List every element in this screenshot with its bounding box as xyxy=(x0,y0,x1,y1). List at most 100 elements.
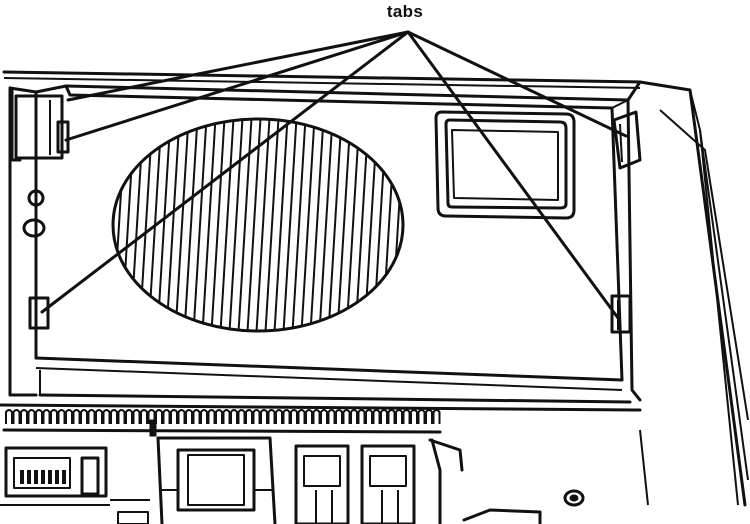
grille-slot xyxy=(129,119,145,331)
grille-slot xyxy=(210,119,226,331)
centre-socket xyxy=(156,436,277,524)
heatsink-tooth xyxy=(305,409,313,424)
heatsink-tooth xyxy=(357,409,366,424)
port-connectors xyxy=(294,438,464,524)
heatsink-tooth xyxy=(432,409,441,424)
heatsink-tooth xyxy=(410,409,418,424)
grille-slot xyxy=(363,119,379,331)
heatsink-tooth xyxy=(267,409,276,424)
grille-slot xyxy=(282,119,298,331)
grille-slot xyxy=(336,119,352,331)
tab-left-upper xyxy=(56,120,70,154)
heatsink-tooth xyxy=(350,409,358,424)
heatsink-tooth xyxy=(327,409,336,424)
heatsink-tooth xyxy=(282,409,291,424)
tab-right-upper xyxy=(612,110,642,170)
heatsink-tooth xyxy=(372,409,381,424)
grille-slot xyxy=(273,119,289,331)
heatsink-tooth xyxy=(162,409,171,424)
heatsink-tooth xyxy=(110,409,118,424)
heatsink-tooth xyxy=(192,409,201,424)
tabs-callout-label: tabs xyxy=(386,2,424,21)
grille-slot xyxy=(354,119,370,331)
grille-slot xyxy=(183,119,199,331)
connector-pin xyxy=(20,470,24,484)
heatsink-tooth xyxy=(5,409,13,424)
heatsink-tooth xyxy=(35,409,43,424)
grille-slot xyxy=(345,119,361,331)
heatsink-tooth xyxy=(365,409,373,424)
heatsink-tooth xyxy=(222,409,231,424)
heatsink-tooth xyxy=(177,409,186,424)
grille-slot xyxy=(300,119,316,331)
heatsink-tooth xyxy=(230,409,238,424)
heatsink-tooth xyxy=(57,409,66,424)
grille-slot xyxy=(237,119,253,331)
heatsink-tooth xyxy=(102,409,111,424)
heatsink-tooth xyxy=(380,409,388,424)
heatsink-tooth xyxy=(312,409,321,424)
heatsink-tooth xyxy=(125,409,133,424)
grille-slot xyxy=(372,119,388,331)
heatsink-tooth xyxy=(245,409,253,424)
heatsink-tooth xyxy=(87,409,96,424)
motherboard-area xyxy=(0,403,642,524)
chassis-top-rail xyxy=(2,70,642,89)
connector-pin xyxy=(48,470,52,484)
heatsink-tooth xyxy=(237,409,246,424)
heatsink-tooth xyxy=(12,409,21,424)
chassis-right-wall xyxy=(638,80,749,507)
heatsink-tooth xyxy=(155,409,163,424)
grille-slot xyxy=(94,110,108,340)
heatsink-tooth xyxy=(207,409,216,424)
heatsink-tooth xyxy=(402,409,411,424)
heatsink-tooth xyxy=(260,409,268,424)
heatsink-tooth xyxy=(425,409,433,424)
heatsink-tooth xyxy=(20,409,28,424)
grille-slot xyxy=(255,119,271,331)
grille-slot xyxy=(318,119,334,331)
heatsink-tooth xyxy=(140,409,148,424)
grille-slot xyxy=(156,119,172,331)
bracket-plate xyxy=(8,80,642,404)
grille-slot xyxy=(228,119,244,331)
heatsink-tooth xyxy=(50,409,58,424)
grille-slot xyxy=(246,119,262,331)
heatsink-tooth xyxy=(387,409,396,424)
connector-pin xyxy=(27,470,31,484)
grille-slot xyxy=(381,119,397,331)
heatsink-tooth xyxy=(275,409,283,424)
connector-pin xyxy=(62,470,66,484)
tab-right-lower xyxy=(610,294,632,334)
grille-slot xyxy=(219,119,235,331)
heatsink-tooth xyxy=(80,409,88,424)
heatsink-tooth xyxy=(65,409,73,424)
board-components xyxy=(110,489,585,524)
tab-left-lower xyxy=(28,296,50,330)
left-connector xyxy=(0,446,110,506)
heatsink-tooth xyxy=(42,409,51,424)
grille-slot xyxy=(201,119,217,331)
heatsink-tooth xyxy=(335,409,343,424)
connector-pin xyxy=(34,470,38,484)
heatsink-tooth xyxy=(117,409,126,424)
mounting-holes xyxy=(22,189,46,238)
heatsink-tooth xyxy=(185,409,193,424)
heatsink-tooth xyxy=(27,409,36,424)
heatsink-tooth xyxy=(252,409,261,424)
vent-grille xyxy=(94,110,405,340)
heatsink-tooth xyxy=(170,409,178,424)
grille-slot xyxy=(138,119,154,331)
connector-pin xyxy=(41,470,45,484)
heatsink-tooth xyxy=(147,409,156,424)
grille-slot xyxy=(291,119,307,331)
grille-slot xyxy=(264,119,280,331)
heatsink-tooth xyxy=(320,409,328,424)
grille-slot xyxy=(327,119,343,331)
grille-slot xyxy=(120,119,136,331)
heatsink-tooth xyxy=(290,409,298,424)
grille-slot xyxy=(192,119,208,331)
grille-slot xyxy=(309,119,325,331)
